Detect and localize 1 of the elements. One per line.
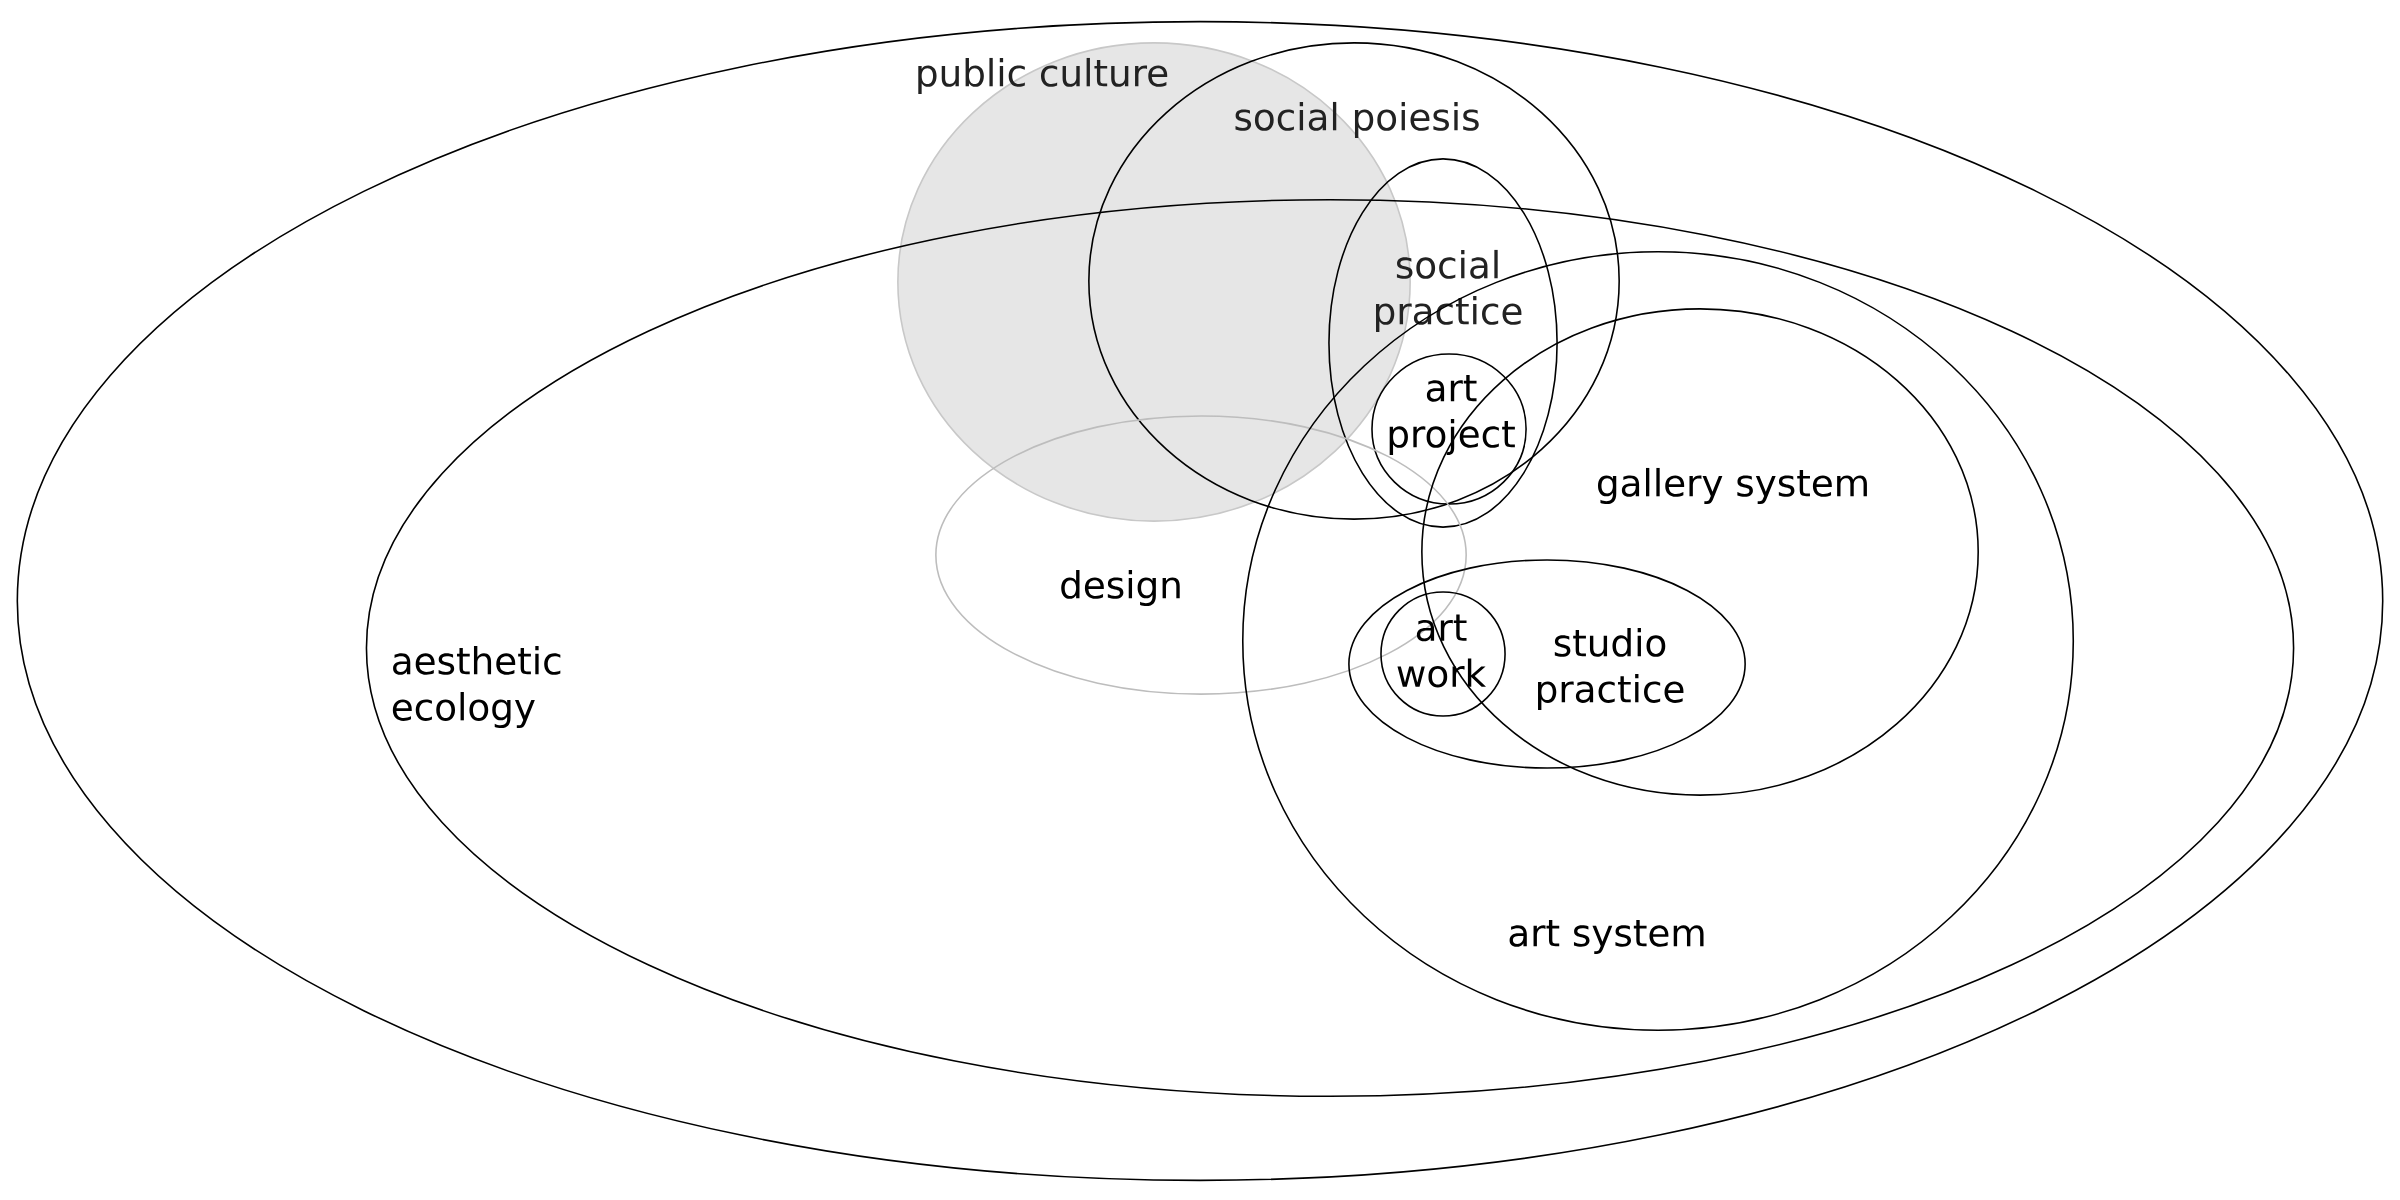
set-ellipse (16, 20, 2384, 1182)
